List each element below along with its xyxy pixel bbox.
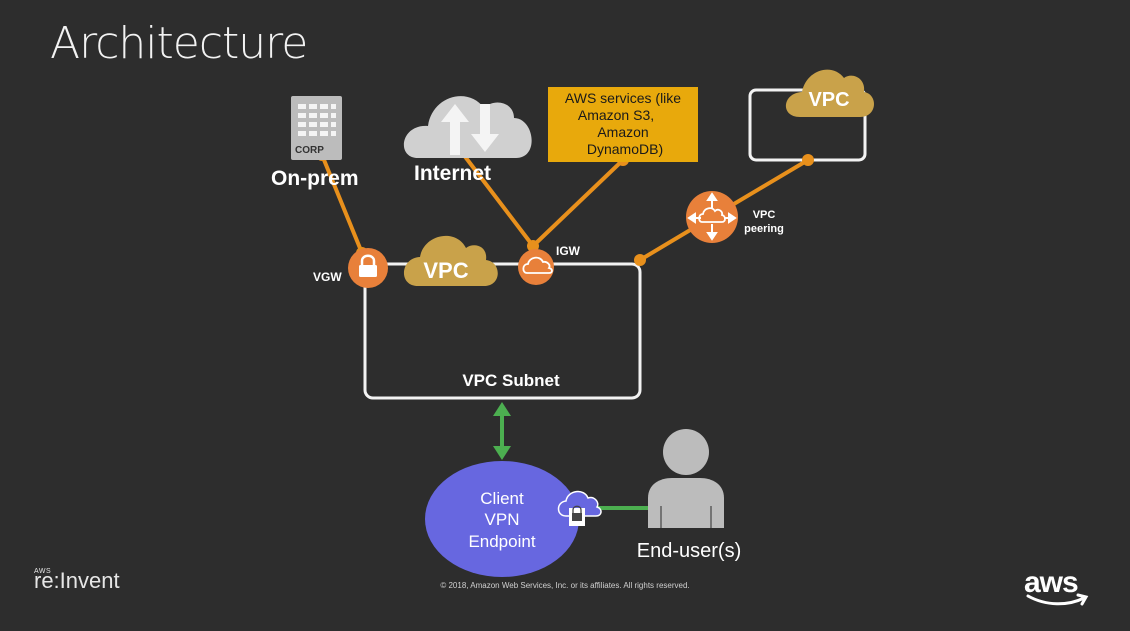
aws-smile-icon — [1026, 593, 1089, 606]
vpc-peering-icon — [686, 191, 738, 243]
corp-label: CORP — [295, 145, 324, 156]
cloud-lock-icon — [557, 490, 602, 526]
link-awsservices-igw — [531, 158, 625, 248]
aws-services-line-3: Amazon — [597, 124, 648, 140]
vpn-subnet-arrow — [493, 402, 511, 460]
igw-cloud-icon — [518, 249, 554, 285]
client-vpn-line-2: VPN — [485, 510, 520, 529]
corp-building-icon: CORP — [291, 96, 342, 160]
internet-cloud-icon — [403, 96, 532, 158]
end-users-label: End-user(s) — [637, 540, 741, 562]
internet-label: Internet — [414, 162, 491, 185]
aws-services-line-4: DynamoDB) — [587, 141, 663, 157]
dot-subnet-corner — [634, 254, 646, 266]
remote-vpc-label: VPC — [808, 89, 849, 111]
reinvent-logo-small: AWS — [34, 568, 52, 575]
igw-label: IGW — [556, 244, 581, 258]
reinvent-logo-text: re:Invent — [34, 568, 120, 593]
vpc-cloud-icon: VPC — [403, 235, 498, 286]
aws-logo: aws — [1024, 566, 1079, 599]
dot-remote-vpc — [802, 154, 814, 166]
vpc-peering-label-2: peering — [744, 223, 784, 235]
vpc-main-label: VPC — [423, 258, 468, 283]
vgw-label: VGW — [313, 270, 342, 284]
client-vpn-endpoint — [425, 461, 579, 577]
vpc-subnet-box — [363, 262, 642, 400]
copyright-notice: © 2018, Amazon Web Services, Inc. or its… — [440, 581, 690, 590]
aws-services-line-2: Amazon S3, — [578, 107, 654, 123]
vpc-peering-label-1: VPC — [753, 209, 776, 221]
slide-title: Architecture — [50, 18, 308, 69]
aws-services-box — [548, 87, 698, 162]
client-vpn-text: Client VPN Endpoint — [468, 489, 535, 551]
vgw-lock-icon — [348, 248, 388, 288]
link-onprem-vgw — [320, 153, 364, 255]
link-internet-igw — [458, 148, 535, 248]
client-vpn-line-3: Endpoint — [468, 532, 535, 551]
vpc-subnet-label: VPC Subnet — [462, 371, 560, 390]
aws-services-text: AWS services (like Amazon S3, Amazon Dyn… — [565, 90, 681, 157]
end-user-icon — [648, 429, 724, 528]
client-vpn-line-1: Client — [480, 489, 524, 508]
remote-vpc-cloud-icon: VPC — [785, 69, 875, 117]
on-prem-label: On-prem — [271, 167, 359, 190]
aws-services-line-1: AWS services (like — [565, 90, 681, 106]
